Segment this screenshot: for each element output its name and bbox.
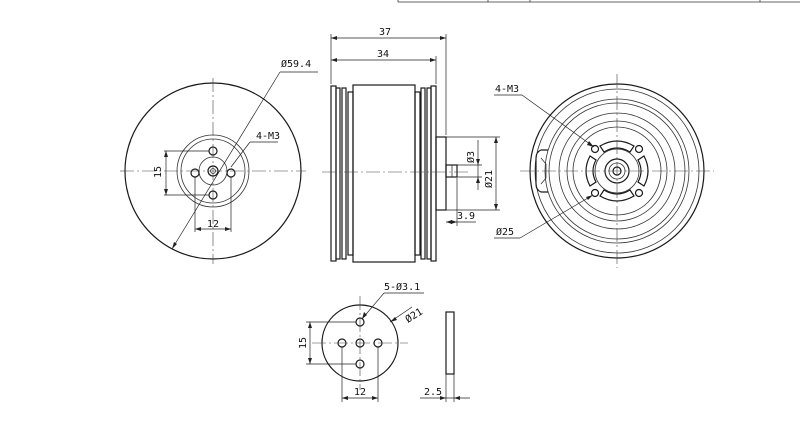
title-block-fragment xyxy=(397,0,800,3)
rear-slot xyxy=(637,155,649,187)
plate-diameter-label: Ø21 xyxy=(403,306,425,326)
plate-side-view: 2.5 xyxy=(420,311,470,402)
rear-bolt-circle: Ø25 xyxy=(496,226,514,238)
rear-slot xyxy=(599,189,635,202)
front-dim-12: 12 xyxy=(207,219,219,230)
front-hole xyxy=(226,168,236,178)
rear-hole xyxy=(590,188,600,198)
side-body xyxy=(352,84,416,263)
rear-hole xyxy=(590,144,600,154)
rear-thread-label: 4-M3 xyxy=(495,84,519,95)
plate-thickness: 2.5 xyxy=(424,387,442,398)
front-outer-diameter: Ø59.4 xyxy=(281,58,311,70)
rear-tab xyxy=(535,149,548,193)
front-hole xyxy=(190,168,200,178)
adapter-plate: 15 12 5-Ø3.1 Ø21 xyxy=(298,281,425,402)
rear-view: 4-M3 Ø25 xyxy=(494,74,714,268)
side-boss-diameter: Ø21 xyxy=(483,170,495,188)
rear-slot xyxy=(599,140,635,153)
rear-slot xyxy=(585,155,597,187)
side-shaft xyxy=(445,164,458,178)
side-boss xyxy=(435,136,447,211)
front-dim-15: 15 xyxy=(153,166,164,178)
side-shaft-length: 3.9 xyxy=(457,211,475,222)
plate-side xyxy=(445,311,455,375)
front-thread-label: 4-M3 xyxy=(256,131,280,142)
front-view: 15 12 Ø59.4 4-M3 xyxy=(120,58,318,264)
plate-dim-15: 15 xyxy=(298,337,309,349)
rear-hole xyxy=(634,188,644,198)
side-dim-37: 37 xyxy=(379,27,391,38)
plate-dim-12: 12 xyxy=(354,387,366,398)
rear-hole xyxy=(634,144,644,154)
side-view: 37 34 Ø3 Ø21 3.9 xyxy=(322,27,500,263)
side-shaft-diameter: Ø3 xyxy=(465,151,477,163)
plate-holes-label: 5-Ø3.1 xyxy=(384,281,420,293)
side-dim-34: 34 xyxy=(377,49,389,60)
